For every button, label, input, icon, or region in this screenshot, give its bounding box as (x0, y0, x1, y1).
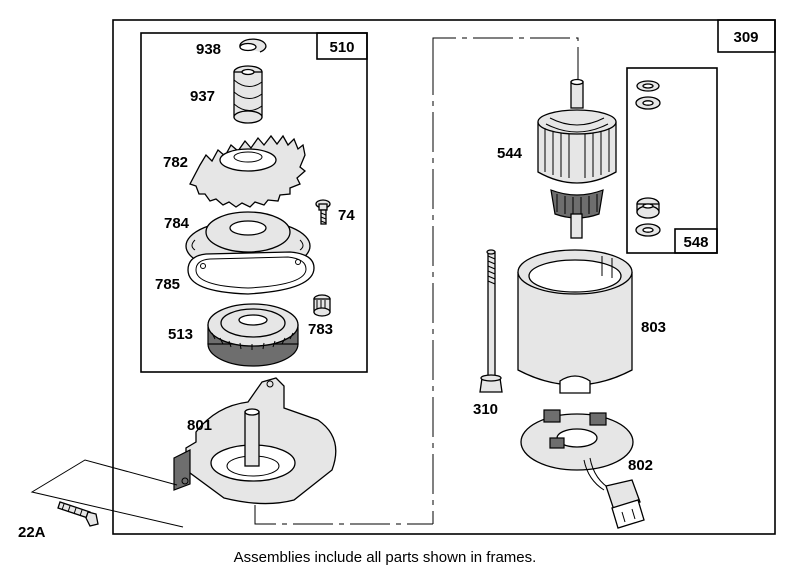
label-785: 785 (155, 276, 180, 293)
frame-548: 548 (626, 67, 718, 254)
frame-label-309: 309 (733, 29, 758, 46)
part-labels: 938 937 782 784 74 785 513 783 801 22A 5… (18, 41, 666, 541)
label-782: 782 (163, 154, 188, 171)
label-544: 544 (497, 145, 523, 162)
label-784: 784 (164, 215, 190, 232)
bolt-22a (30, 459, 184, 528)
frame-label-548: 548 (683, 234, 708, 251)
label-802: 802 (628, 457, 653, 474)
motor-housing-803 (517, 249, 633, 394)
outer-frame-309: 309 (112, 19, 776, 535)
brush-plate-802 (520, 409, 645, 529)
assembly-connection-lines (254, 37, 579, 525)
gasket-785 (187, 251, 315, 295)
retaining-ring-938 (239, 38, 267, 53)
armature-544 (537, 78, 617, 239)
ring-gear-513 (207, 303, 299, 367)
label-783: 783 (308, 321, 333, 338)
frame-510: 510 (140, 32, 368, 373)
housing-801 (173, 377, 337, 505)
washer-kit-548 (635, 80, 661, 237)
frame-label-510: 510 (329, 39, 354, 56)
label-310: 310 (473, 401, 498, 418)
label-938: 938 (196, 41, 221, 58)
label-937: 937 (190, 88, 215, 105)
diagram-caption: Assemblies include all parts shown in fr… (234, 549, 537, 566)
label-801: 801 (187, 417, 212, 434)
label-74: 74 (338, 207, 355, 224)
gear-782 (189, 134, 307, 208)
spring-937 (233, 65, 263, 124)
screw-74 (315, 199, 331, 225)
label-513: 513 (168, 326, 193, 343)
label-22a: 22A (18, 524, 46, 541)
pinion-783 (313, 294, 331, 317)
through-bolt-310 (479, 249, 503, 393)
label-803: 803 (641, 319, 666, 336)
